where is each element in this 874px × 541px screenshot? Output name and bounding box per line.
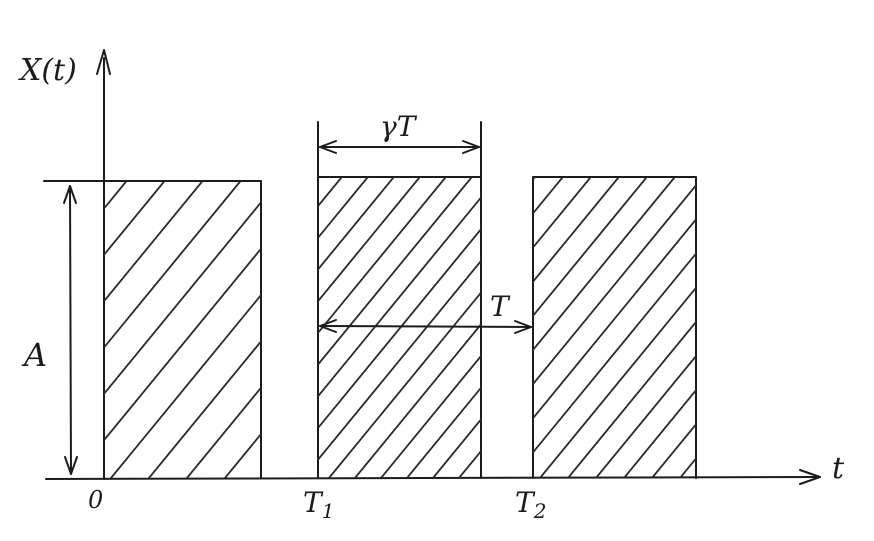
hatch-line [679, 457, 696, 478]
pulse-2-hatching [17, 177, 481, 478]
t2-label: T2 [515, 486, 546, 523]
y-axis-label: X(t) [18, 53, 77, 88]
hatch-line [533, 252, 696, 454]
t1-main: T [303, 486, 324, 519]
hatch-line [318, 177, 473, 367]
hatch-line [186, 386, 261, 478]
period-dimension [319, 319, 532, 334]
hatch-line [318, 177, 369, 240]
hatch-line [148, 339, 261, 478]
t2-subscript: 2 [533, 499, 547, 523]
pulse-2 [17, 176, 482, 479]
y-axis-arrowhead [96, 49, 111, 75]
period-label: T [490, 290, 511, 323]
hatch-line [104, 247, 261, 442]
hatch-line [318, 177, 395, 271]
hatch-line [533, 177, 676, 352]
amplitude-dimension [63, 185, 78, 475]
hatch-line [533, 177, 592, 249]
hatch-line [567, 320, 696, 478]
hatch-line [318, 177, 343, 208]
axes [45, 49, 821, 485]
hatch-line [318, 177, 421, 303]
pulse-3-hatching [533, 177, 874, 478]
x-axis-arrowhead [799, 469, 821, 485]
pulse-1-hatching [0, 181, 261, 478]
t2-main: T [515, 486, 536, 519]
pulse-1 [0, 180, 262, 479]
amplitude-label: A [21, 336, 47, 374]
pulse-width-label: γT [380, 110, 418, 143]
hatch-line [318, 196, 481, 398]
pulse-width-dimension [317, 121, 482, 178]
x-axis-label: t [832, 451, 845, 486]
hatch-line [104, 181, 128, 210]
hatch-line [0, 181, 51, 478]
hatch-line [595, 354, 696, 478]
hatch-line [69, 177, 316, 478]
hatch-line [533, 177, 620, 284]
hatch-line [0, 181, 89, 478]
hatch-line [432, 418, 481, 478]
origin-label: 0 [88, 486, 103, 514]
hatch-line [110, 293, 261, 478]
hatch-line [104, 181, 242, 349]
hatch-line [104, 200, 261, 396]
hatch-line [651, 422, 696, 478]
hatch-line [17, 177, 264, 478]
hatch-line [533, 183, 696, 386]
hatch-line [406, 386, 481, 478]
hatch-line [539, 286, 696, 478]
hatch-line [43, 177, 290, 478]
t1-label: T1 [303, 486, 334, 523]
hatch-line [533, 177, 648, 318]
hatch-line [708, 177, 874, 478]
hatch-line [380, 354, 481, 478]
hatch-line [623, 388, 696, 478]
hatch-line [533, 218, 696, 420]
hatch-line [318, 227, 481, 430]
pulse-3 [532, 176, 874, 479]
hatch-line [104, 181, 166, 257]
hatch-line [104, 181, 204, 303]
t1-subscript: 1 [322, 499, 335, 523]
